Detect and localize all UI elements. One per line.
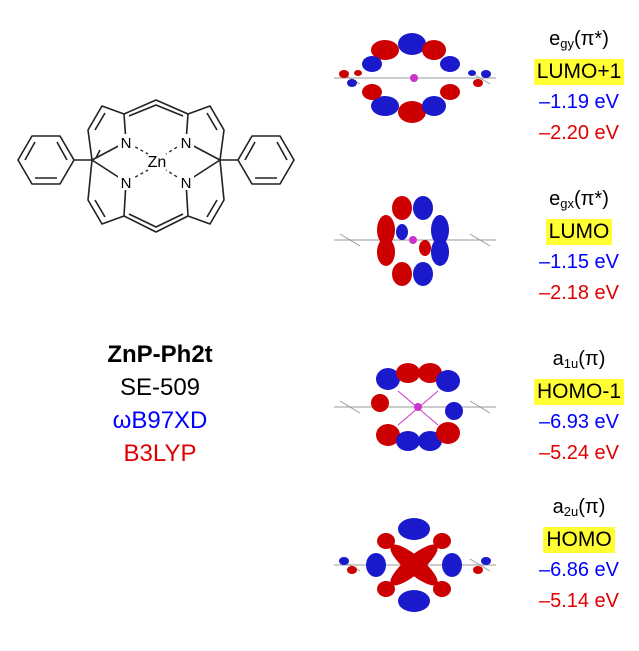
energy-method1: –6.93 eV <box>538 411 620 433</box>
lumo1-orbital-image <box>334 33 496 123</box>
energy-method1: –1.15 eV <box>538 251 620 273</box>
molecule-name: ZnP-Ph2t <box>107 341 213 368</box>
energy-method2: –5.24 eV <box>538 442 620 464</box>
symmetry-label: egx(π*) <box>549 188 609 211</box>
symmetry-label: a1u(π) <box>552 348 606 371</box>
orbital-name-badge: HOMO-1 <box>534 379 624 405</box>
orbital-name-badge: LUMO+1 <box>533 59 625 85</box>
n-atom-label: N <box>121 175 132 192</box>
method2-label: B3LYP <box>123 440 197 467</box>
n-atom-label: N <box>121 135 132 152</box>
homo-orbital-image <box>334 518 496 612</box>
energy-method1: –1.19 eV <box>538 91 620 113</box>
molecule-label-block: ZnP-Ph2t SE-509 ωB97XD B3LYP <box>70 338 250 470</box>
zn-atom-label: Zn <box>148 154 167 171</box>
pyrrole-top-right <box>185 105 225 161</box>
homo1-orbital-image <box>334 363 496 451</box>
energy-method2: –2.18 eV <box>538 282 620 304</box>
n-atom-label: N <box>181 175 192 192</box>
orbital-name-badge: LUMO <box>545 219 613 245</box>
orbital-info-homo: a2u(π) HOMO –6.86 eV –5.14 eV <box>520 494 638 617</box>
symmetry-label: a2u(π) <box>552 496 606 519</box>
right-phenyl-ring <box>237 135 295 185</box>
orbital-info-lumo: egx(π*) LUMO –1.15 eV –2.18 eV <box>520 186 638 309</box>
orbital-info-homo1: a1u(π) HOMO-1 –6.93 eV –5.24 eV <box>520 346 638 469</box>
pyrrole-bottom-left <box>87 159 127 225</box>
pyrrole-bottom-right <box>185 159 225 225</box>
orbital-name-badge: HOMO <box>543 527 615 553</box>
basis-label: SE-509 <box>119 374 201 401</box>
orbital-info-lumo1: egy(π*) LUMO+1 –1.19 eV –2.20 eV <box>520 26 638 149</box>
porphyrin-structure: N N N N Zn <box>17 99 295 233</box>
energy-method2: –2.20 eV <box>538 122 620 144</box>
energy-method1: –6.86 eV <box>538 559 620 581</box>
method1-label: ωB97XD <box>112 407 208 434</box>
symmetry-label: egy(π*) <box>549 28 609 51</box>
lumo-orbital-image <box>334 196 496 286</box>
energy-method2: –5.14 eV <box>538 590 620 612</box>
left-phenyl-ring <box>17 135 75 185</box>
n-atom-label: N <box>181 135 192 152</box>
